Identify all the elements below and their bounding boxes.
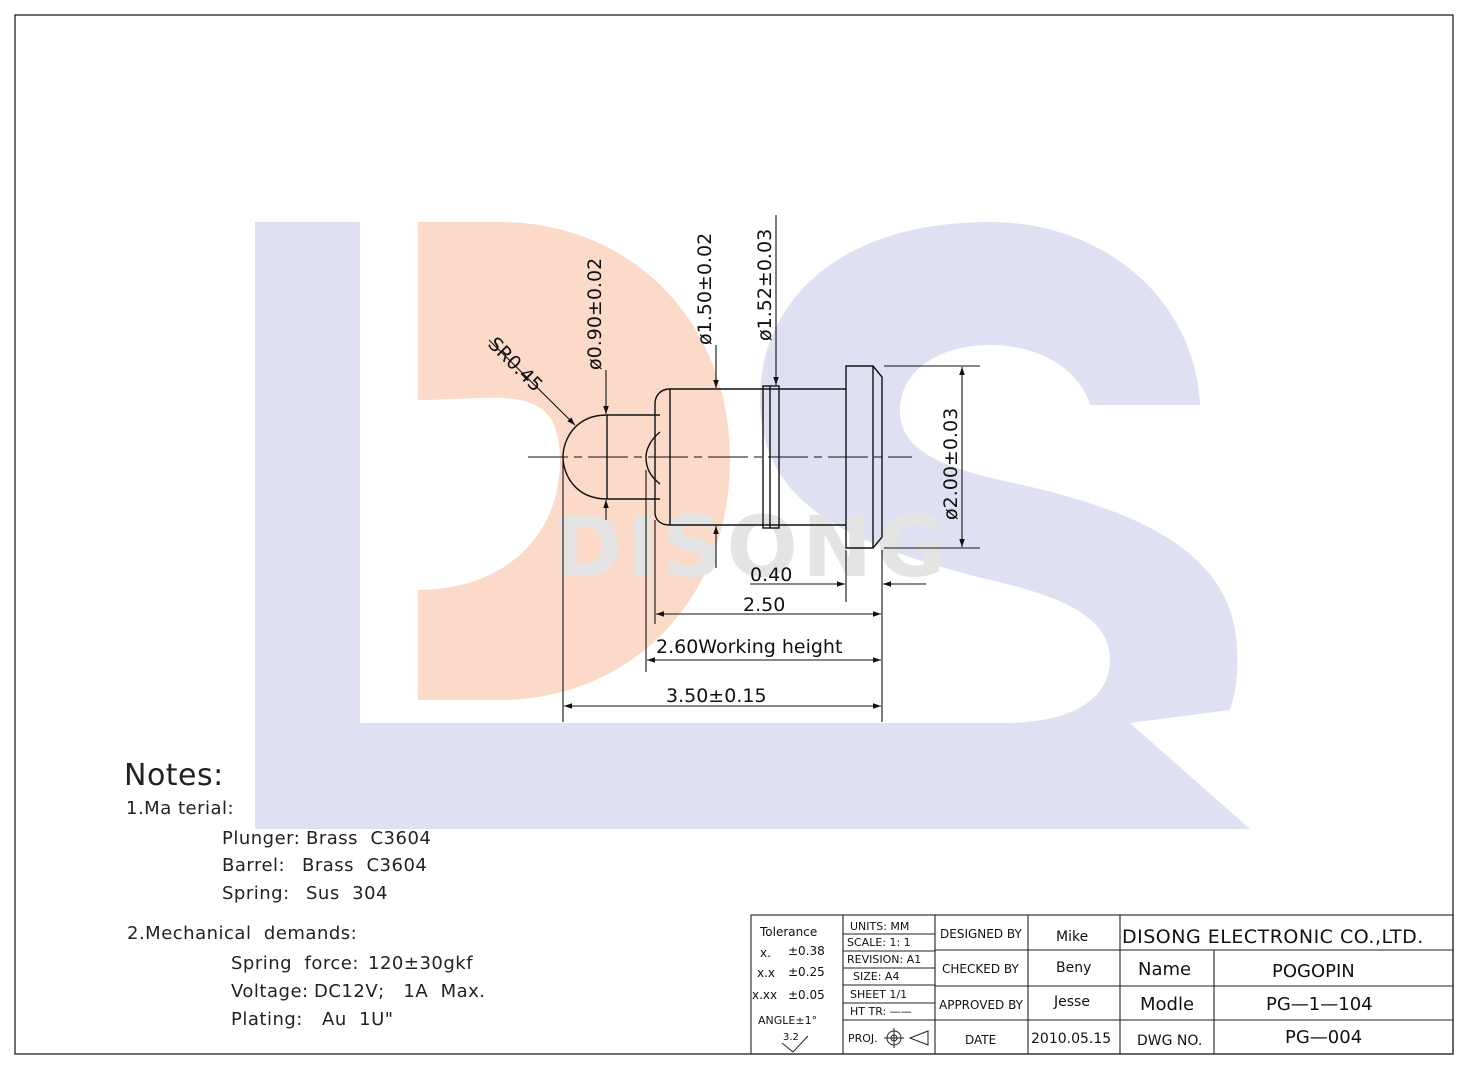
sheet-border: [14, 14, 1454, 1055]
spring-label: Spring:: [222, 883, 290, 904]
force-value: 120±30gkf: [368, 953, 474, 974]
force-label: Spring force:: [231, 953, 359, 974]
mech-heading: 2.Mechanical demands:: [127, 923, 358, 944]
dim-040: 0.40: [750, 564, 792, 586]
size: SIZE: A4: [853, 970, 899, 983]
approved-by-label: APPROVED BY: [939, 998, 1024, 1012]
designed-by-label: DESIGNED BY: [940, 927, 1022, 941]
dim-d150: ø1.50±0.02: [694, 233, 716, 345]
notes-title: Notes:: [124, 758, 224, 793]
watermark-letter-d-peach: [418, 222, 730, 700]
model-label: Modle: [1140, 994, 1194, 1015]
barrel-value: Brass C3604: [302, 855, 428, 876]
watermark-letter-d: [255, 222, 1250, 829]
barrel-label: Barrel:: [222, 855, 286, 876]
name-value: POGOPIN: [1272, 961, 1355, 982]
tol3-val: ±0.05: [788, 988, 825, 1002]
dwg-label: DWG NO.: [1137, 1033, 1202, 1049]
surface-finish-icon: [781, 1035, 809, 1053]
watermark-logo: DISONG: [255, 222, 1250, 829]
approved-by: Jesse: [1053, 994, 1090, 1010]
revision: REVISION: A1: [847, 953, 921, 966]
ht-tr: HT TR: ——: [850, 1005, 912, 1018]
tol1-val: ±0.38: [788, 944, 825, 958]
plunger-label: Plunger:: [222, 828, 301, 849]
voltage-label: Voltage:: [231, 981, 309, 1002]
barrel-body: [654, 388, 671, 526]
company-name: DISONG ELECTRONIC CO.,LTD.: [1122, 926, 1424, 948]
surface-finish: 3.2: [783, 1032, 799, 1043]
dim-250: 2.50: [743, 594, 785, 616]
scale: SCALE: 1: 1: [847, 936, 911, 949]
material-heading: 1.Ma terial:: [126, 798, 235, 819]
dwg-value: PG—004: [1285, 1027, 1362, 1048]
tol1-key: x.: [760, 946, 771, 960]
proj-label: PROJ.: [848, 1032, 878, 1045]
dim-d090: ø0.90±0.02: [584, 258, 606, 370]
spring-value: Sus 304: [306, 883, 389, 904]
tol3-key: x.xx: [752, 988, 777, 1002]
sheet: SHEET 1/1: [850, 988, 907, 1001]
name-label: Name: [1138, 959, 1191, 980]
voltage-value: DC12V; 1A Max.: [314, 981, 486, 1002]
watermark-text: DISONG: [553, 498, 949, 596]
date: 2010.05.15: [1031, 1031, 1111, 1047]
checked-by: Beny: [1056, 960, 1091, 976]
units: UNITS: MM: [850, 920, 909, 933]
angle-label: ANGLE±1°: [758, 1014, 817, 1027]
tol2-key: x.x: [757, 966, 775, 980]
projection-symbol-icon: [884, 1028, 929, 1048]
dim-d152: ø1.52±0.03: [754, 229, 776, 341]
plunger-value: Brass C3604: [306, 828, 432, 849]
dim-d200: ø2.00±0.03: [940, 408, 962, 520]
tolerance-label: Tolerance: [759, 925, 817, 939]
model-value: PG—1—104: [1266, 994, 1373, 1015]
date-label: DATE: [965, 1033, 996, 1047]
plating-value: Au 1U": [322, 1009, 394, 1030]
dim-260: 2.60Working height: [656, 636, 842, 658]
designed-by: Mike: [1056, 929, 1088, 945]
title-block-text: Tolerance x. ±0.38 x.x ±0.25 x.xx ±0.05 …: [752, 920, 1424, 1053]
title-block: [750, 914, 1454, 1055]
checked-by-label: CHECKED BY: [942, 962, 1019, 976]
dimensions: [488, 215, 980, 722]
watermark-letter-s: [760, 222, 1238, 723]
dim-350: 3.50±0.15: [666, 685, 767, 707]
tol2-val: ±0.25: [788, 965, 825, 979]
plating-label: Plating:: [231, 1009, 303, 1030]
